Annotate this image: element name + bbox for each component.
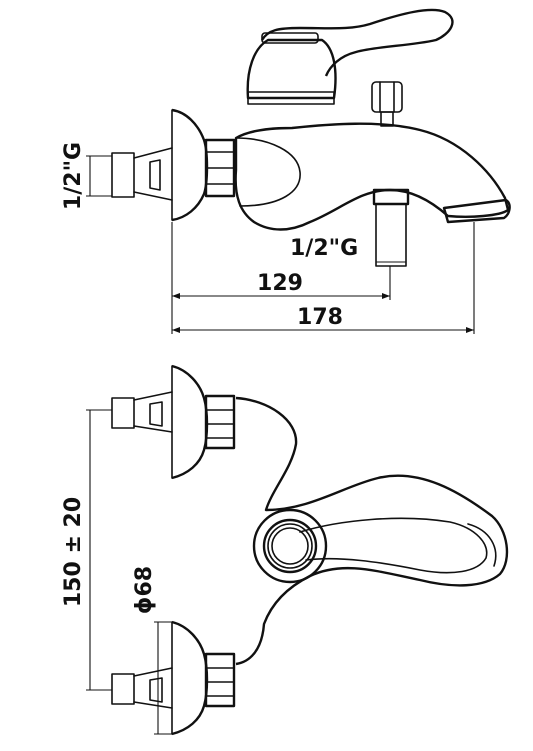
lower-escutcheon [171,620,209,736]
upper-inlet-connector [111,391,173,433]
dim-centre-distance: 150 ± 20 [61,409,112,691]
dim-inlet-thread: 1/2"G [61,142,112,210]
spout-outlet [442,198,511,224]
mixer-body [234,122,510,231]
mixer-body-top [235,396,509,666]
shower-outlet [372,188,410,267]
spout-tip-top [467,523,497,567]
dim-outlet-thread: 1/2"G [290,236,406,263]
escutcheon-diameter-label: ϕ68 [132,566,157,614]
depth-to-outlet-label: 129 [257,271,303,296]
overall-depth-label: 178 [297,305,343,330]
hex-nut [204,138,236,198]
lever-outline-top [299,517,488,574]
upper-escutcheon [171,364,209,480]
centre-distance-label: 150 ± 20 [61,497,86,607]
upper-hex-nut [204,394,236,450]
inlet-connector [111,147,173,201]
dim-escutcheon-diameter: ϕ68 [132,566,172,735]
lower-hex-nut [204,652,236,708]
top-view: 150 ± 20 ϕ68 [61,364,509,736]
housing-ring [247,91,335,105]
side-view: 1/2"G 1/2"G 129 178 [61,8,511,334]
cartridge-top [252,508,328,584]
cartridge-housing [246,38,337,100]
lever-cap [261,32,319,44]
lower-inlet-connector [111,667,173,709]
outlet-thread-label: 1/2"G [290,236,358,261]
diverter-knob [371,81,403,127]
dim-129: 129 [171,222,391,334]
lever-handle [260,8,454,77]
dim-178: 178 [172,222,475,334]
body-coupling [235,137,301,207]
wall-escutcheon [171,108,209,222]
inlet-thread-label: 1/2"G [61,142,86,210]
